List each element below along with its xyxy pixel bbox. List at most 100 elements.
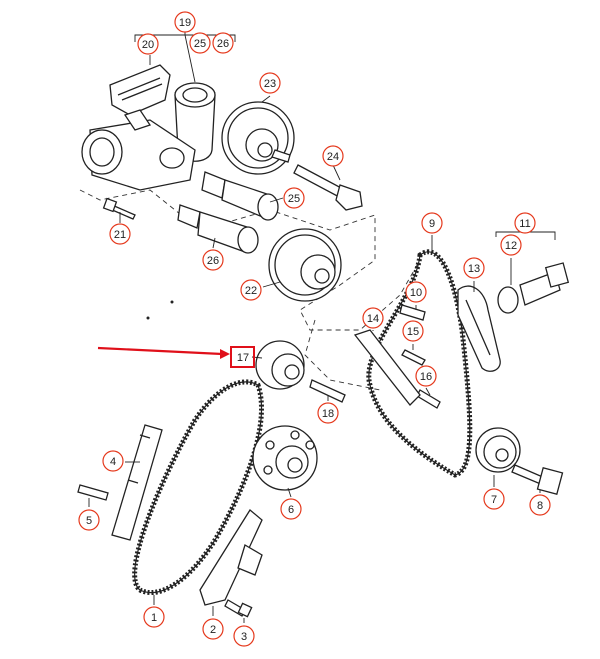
callout-c13: 13: [463, 257, 485, 279]
leader-lines: [88, 32, 556, 623]
camshaft-adjuster-23: [221, 101, 295, 175]
callout-number: 20: [142, 39, 154, 51]
callout-c14: 14: [362, 307, 384, 329]
callout-circle: [405, 281, 427, 303]
callout-number: 3: [241, 631, 247, 643]
callout-c19: 19: [174, 11, 196, 33]
callout-number: 10: [410, 287, 422, 299]
callout-c11: 11: [514, 212, 536, 234]
chain-tensioner-2: [199, 509, 263, 606]
callout-c20: 20: [137, 33, 159, 55]
callout-c7: 7: [483, 488, 505, 510]
timing-chain-1: [132, 379, 264, 596]
chain-tensioner-rail-13: [457, 285, 501, 372]
callout-circle: [322, 145, 344, 167]
solenoid-valve-26: [177, 204, 259, 254]
callout-circle: [483, 488, 505, 510]
callout-circle: [421, 212, 443, 234]
callout-c16: 16: [415, 365, 437, 387]
callout-number: 2: [210, 624, 216, 636]
callout-number: 17: [237, 352, 249, 364]
callout-number: 1: [151, 612, 157, 624]
callout-c26a: 26: [212, 32, 234, 54]
callout-number: 24: [327, 151, 339, 163]
callout-number: 22: [245, 285, 257, 297]
callout-c15: 15: [402, 320, 424, 342]
callout-circle: [283, 187, 305, 209]
sprocket-7: [475, 427, 521, 473]
callout-number: 15: [407, 326, 419, 338]
callout-circle: [514, 212, 536, 234]
callout-number: 26: [217, 38, 229, 50]
solenoid-valve-25: [201, 171, 279, 221]
bolt-15: [401, 349, 426, 366]
callout-number: 7: [491, 494, 497, 506]
pin-10: [399, 304, 426, 321]
callout-c10: 10: [405, 281, 427, 303]
callout-c2: 2: [202, 618, 224, 640]
callout-number: 25: [288, 193, 300, 205]
callout-c9: 9: [421, 212, 443, 234]
callout-number: 11: [519, 218, 530, 230]
callout-circle: [233, 625, 255, 647]
callout-c1: 1: [143, 606, 165, 628]
camshaft-adjuster-housing: [81, 64, 216, 191]
callout-c17: 17: [237, 352, 249, 364]
callout-circle: [202, 249, 224, 271]
callout-c25a: 25: [189, 32, 211, 54]
callout-circle: [362, 307, 384, 329]
callout-number: 25: [194, 38, 206, 50]
callout-c25b: 25: [283, 187, 305, 209]
callout-circle: [78, 509, 100, 531]
callout-number: 14: [367, 313, 379, 325]
bolt-3: [224, 599, 253, 618]
callout-circle: [143, 606, 165, 628]
callout-c8: 8: [529, 494, 551, 516]
callout-circle: [529, 494, 551, 516]
callout-circle: [500, 234, 522, 256]
callout-number: 13: [468, 263, 480, 275]
callout-number: 26: [207, 255, 219, 267]
callout-circle: [189, 32, 211, 54]
dot-marker: [170, 300, 174, 304]
callout-c24: 24: [322, 145, 344, 167]
callout-number: 8: [537, 500, 543, 512]
sprocket-17: [255, 340, 305, 390]
callout-c12: 12: [500, 234, 522, 256]
callout-c23: 23: [259, 72, 281, 94]
callout-c22: 22: [240, 279, 262, 301]
callout-circle: [317, 402, 339, 424]
callout-circle: [259, 72, 281, 94]
callout-c5: 5: [78, 509, 100, 531]
callout-circle: [415, 365, 437, 387]
callout-number: 18: [322, 408, 334, 420]
cylinder-head-outline: [79, 189, 421, 391]
callout-number: 5: [86, 515, 92, 527]
callout-c21: 21: [109, 223, 131, 245]
callout-circle: [240, 279, 262, 301]
callout-number: 12: [505, 240, 517, 252]
callout-number: 21: [114, 229, 126, 241]
callout-number: 19: [179, 17, 191, 29]
highlight-box: [230, 346, 255, 368]
callout-number: 9: [429, 218, 435, 230]
callout-c18: 18: [317, 402, 339, 424]
callout-c4: 4: [102, 450, 124, 472]
callout-circle: [202, 618, 224, 640]
callout-c26b: 26: [202, 249, 224, 271]
callout-number: 6: [288, 504, 294, 516]
chain-tensioner-12: [497, 262, 570, 314]
callout-circle: [102, 450, 124, 472]
callout-circle: [402, 320, 424, 342]
callout-number: 4: [110, 456, 116, 468]
camshaft-adjuster-22: [268, 228, 342, 302]
callout-c6: 6: [280, 498, 302, 520]
chain-guide-4: [111, 424, 163, 541]
callout-circle: [137, 33, 159, 55]
bolt-18: [309, 379, 346, 403]
callout-circle: [280, 498, 302, 520]
pin-5: [77, 484, 109, 501]
callout-circle: [463, 257, 485, 279]
sprocket-6: [252, 425, 318, 491]
